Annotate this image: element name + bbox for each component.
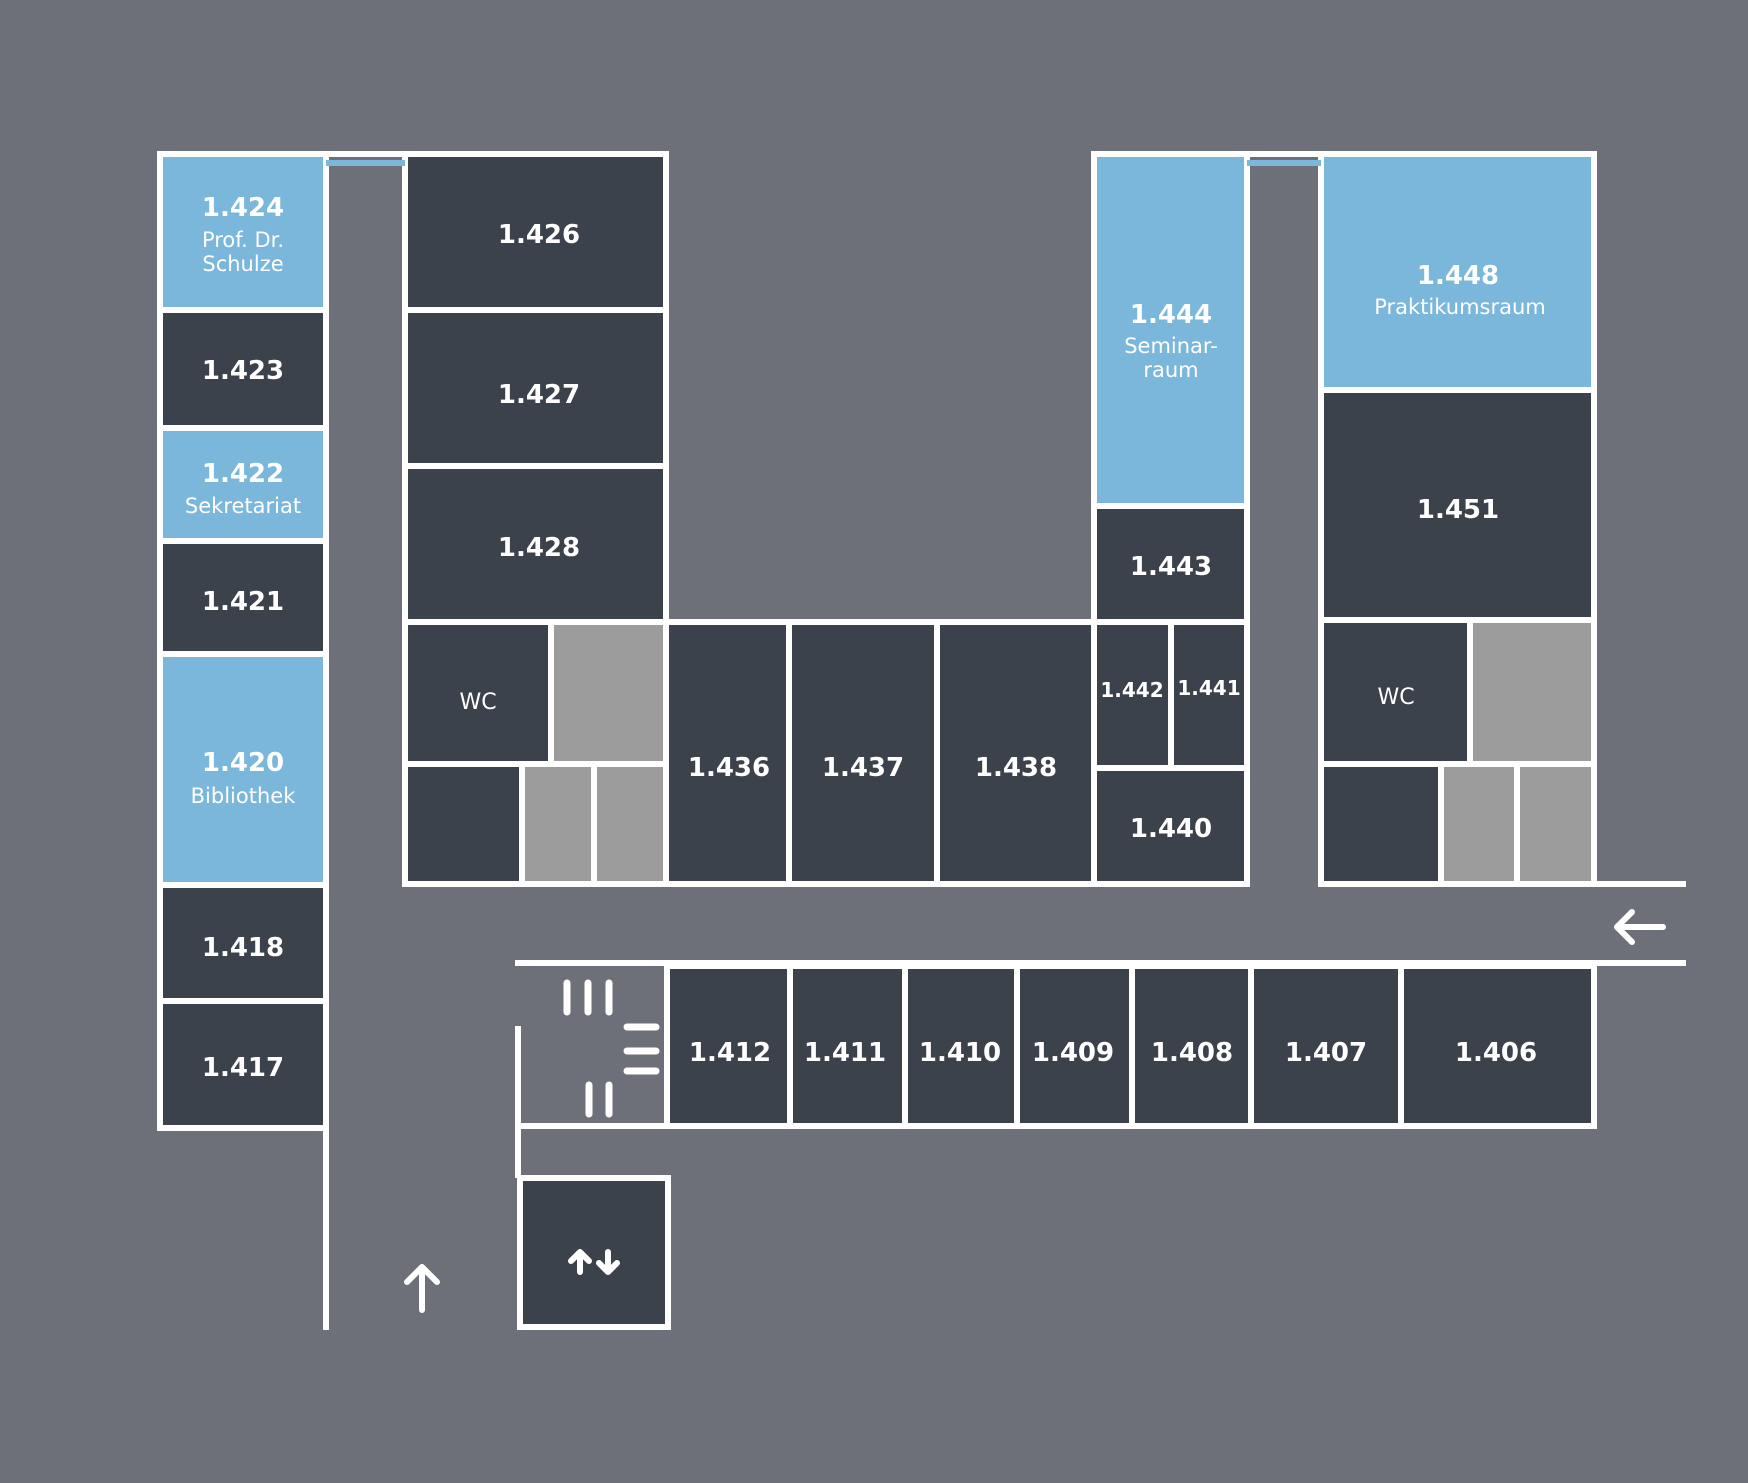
room-number: 1.443 [1130,552,1212,582]
room-number: 1.421 [202,587,284,617]
up-down-arrows-icon [568,1249,620,1275]
room-number: 1.420 [202,748,284,778]
service-room [519,761,597,887]
room-number: 1.448 [1417,261,1499,291]
room-name: Praktikumsraum [1374,295,1546,319]
walls [323,151,1686,1330]
room-1448[interactable] [1318,151,1597,393]
room-name: Bibliothek [191,784,297,808]
room-number: 1.423 [202,356,284,386]
room-1436[interactable] [663,619,792,887]
room-1426[interactable] [402,151,669,313]
arrow-up-icon [404,1264,440,1313]
center-block [402,151,1097,887]
right-center-column [1091,151,1250,887]
room-1408[interactable] [1129,963,1254,1129]
room-number: 1.417 [202,1053,284,1083]
room-name: Seminar- [1124,334,1218,358]
room-number: 1.422 [202,459,284,489]
bottom-row [517,963,1597,1330]
right-wing [1318,151,1597,887]
service-room [591,761,669,887]
room-name: Schulze [202,252,283,276]
room-number: 1.418 [202,933,284,963]
room-number: 1.438 [975,753,1057,783]
room-number: 1.408 [1151,1038,1233,1068]
room-1451[interactable] [1318,387,1597,623]
room-name: Prof. Dr. [202,228,284,252]
room-number: 1.427 [498,380,580,410]
room-number: 1.441 [1177,676,1240,700]
room-1443[interactable] [1091,503,1250,625]
room-number: 1.409 [1032,1038,1114,1068]
room-number: 1.412 [689,1038,771,1068]
stairs-icon [563,979,660,1118]
room-1440[interactable] [1091,765,1250,887]
room-number: 1.442 [1100,678,1163,702]
room-1418[interactable] [157,882,329,1004]
arrow-left-icon [1614,909,1666,945]
room-number: 1.426 [498,220,580,250]
service-room [1514,761,1597,887]
room-number: 1.451 [1417,495,1499,525]
room-1442[interactable] [1091,619,1174,771]
room-number: 1.407 [1285,1038,1367,1068]
utility-room [1318,761,1444,887]
service-room [1438,761,1520,887]
room-1437[interactable] [786,619,940,887]
room-number: 1.428 [498,533,580,563]
room-1406[interactable] [1398,963,1597,1129]
service-room [1467,617,1597,767]
left-wing [157,151,329,1131]
elevator[interactable] [517,1175,671,1330]
room-1428[interactable] [402,463,669,625]
room-number: 1.410 [919,1038,1001,1068]
wc-label: WC [459,690,496,715]
utility-room [402,761,525,887]
room-number: 1.437 [822,753,904,783]
wc-label: WC [1377,685,1414,710]
room-number: 1.424 [202,193,284,223]
room-name: raum [1143,358,1198,382]
room-1424[interactable] [157,151,329,313]
room-1444[interactable] [1091,151,1250,509]
room-name: Sekretariat [185,494,301,518]
room-number: 1.406 [1455,1038,1537,1068]
labels: 1.424 Prof. Dr. Schulze 1.423 1.422 Sekr… [185,193,1546,1083]
room-1417[interactable] [157,998,329,1131]
room-number: 1.411 [804,1038,886,1068]
room-number: 1.444 [1130,300,1212,330]
room-1407[interactable] [1248,963,1404,1129]
room-1421[interactable] [157,538,329,657]
room-number: 1.440 [1130,814,1212,844]
room-number: 1.436 [688,753,770,783]
service-room [548,619,669,767]
